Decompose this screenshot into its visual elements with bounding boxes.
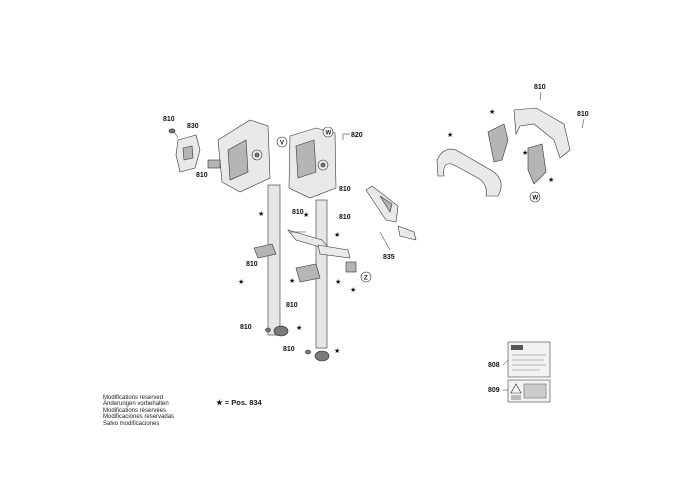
svg-text:Z: Z xyxy=(364,276,368,282)
note-line: Modifications reserved xyxy=(103,395,164,401)
callout-w-2: W xyxy=(529,191,541,203)
label-808 xyxy=(507,341,551,378)
part-number-810-e: 810 xyxy=(339,214,351,221)
svg-text:W: W xyxy=(533,196,539,202)
part-number-810-g: 810 xyxy=(286,302,298,309)
part-number-809: 809 xyxy=(488,387,500,394)
part-number-810-b: 810 xyxy=(196,172,208,179)
part-number-810-k: 810 xyxy=(577,111,589,118)
star-marker: ★ xyxy=(350,286,356,294)
part-number-810-i: 810 xyxy=(283,346,295,353)
note-line: Änderungen vorbehalten xyxy=(103,401,169,408)
star-marker: ★ xyxy=(522,149,528,157)
part-number-810-a: 810 xyxy=(163,116,175,123)
bracket-right-mid xyxy=(317,244,351,259)
note-line: Modificaciones reservadas xyxy=(103,414,175,421)
star-marker: ★ xyxy=(238,278,244,286)
svg-text:W: W xyxy=(326,131,332,137)
star-marker: ★ xyxy=(334,347,340,355)
part-number-810-h: 810 xyxy=(240,324,252,331)
part-number-810-c: 810 xyxy=(339,186,351,193)
star-marker: ★ xyxy=(289,277,295,285)
star-marker: ★ xyxy=(335,278,341,286)
callout-z: Z xyxy=(360,271,372,283)
bracket-830 xyxy=(175,134,201,173)
tube-left xyxy=(267,184,281,336)
screw-810-a xyxy=(168,127,179,139)
star-marker: ★ xyxy=(334,231,340,239)
lever-835 xyxy=(365,185,417,241)
callout-v: V xyxy=(276,136,288,148)
clip-z xyxy=(345,261,357,273)
part-number-820: 820 xyxy=(351,132,363,139)
clamp-right-mid xyxy=(295,263,321,283)
part-number-808: 808 xyxy=(488,362,500,369)
star-marker: ★ xyxy=(258,210,264,218)
clamp-left-upper xyxy=(253,243,277,259)
housing-right xyxy=(288,127,337,199)
label-809 xyxy=(507,379,551,403)
callout-w: W xyxy=(322,126,334,138)
svg-text:V: V xyxy=(280,141,284,147)
star-marker: ★ xyxy=(489,108,495,116)
star-legend: ★ = Pos. 834 xyxy=(216,398,262,407)
knob-right xyxy=(305,349,330,362)
part-number-830: 830 xyxy=(187,123,199,130)
carry-handle-assembly xyxy=(436,107,571,197)
star-marker: ★ xyxy=(296,324,302,332)
star-marker: ★ xyxy=(548,176,554,184)
part-number-810-j: 810 xyxy=(534,84,546,91)
star-marker: ★ xyxy=(447,131,453,139)
part-number-810-d: 810 xyxy=(292,209,304,216)
part-number-835: 835 xyxy=(383,254,395,261)
modifications-notes: Modifications reserved Änderungen vorbeh… xyxy=(103,395,174,427)
star-marker: ★ xyxy=(303,211,309,219)
note-line: Salvo modificaciones xyxy=(103,420,160,427)
note-line: Modifications réservées xyxy=(103,407,167,414)
housing-left xyxy=(207,119,271,193)
part-number-810-f: 810 xyxy=(246,261,258,268)
knob-left xyxy=(265,325,289,337)
